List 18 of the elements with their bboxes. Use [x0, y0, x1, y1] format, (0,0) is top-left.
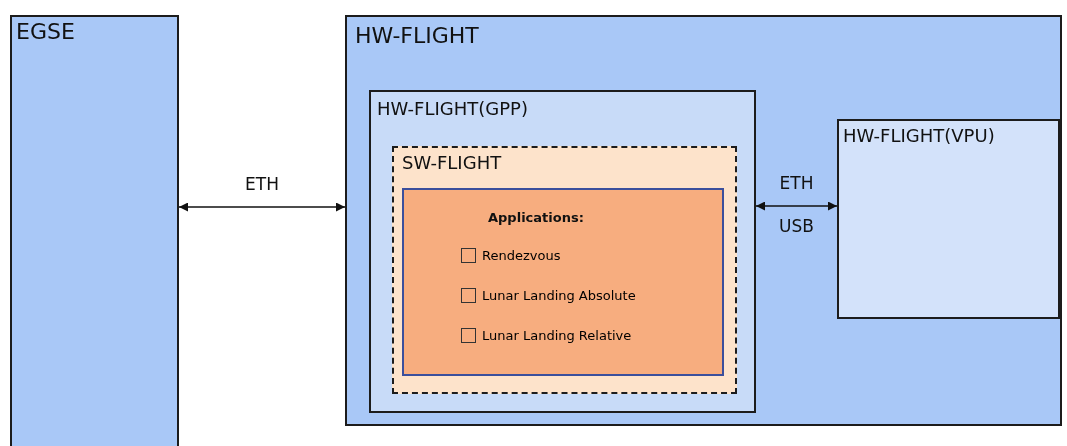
block-title: HW-FLIGHT [355, 23, 479, 48]
double-arrow [755, 201, 838, 211]
list-item: Rendezvous [482, 248, 561, 263]
system-block [10, 15, 179, 446]
module-box [837, 119, 1060, 319]
double-arrow [178, 202, 346, 212]
block-title: SW-FLIGHT [402, 152, 502, 173]
system-block [345, 15, 1062, 426]
interface-label: USB [778, 216, 815, 236]
block-title: HW-FLIGHT(VPU) [843, 125, 995, 146]
applications-panel [402, 188, 724, 376]
block-title: EGSE [16, 19, 75, 44]
module-box [369, 90, 756, 413]
list-item: Lunar Landing Relative [482, 328, 632, 343]
list-item: Lunar Landing Absolute [482, 288, 636, 303]
block-title: HW-FLIGHT(GPP) [377, 98, 528, 119]
list-heading: Applications: [488, 210, 584, 225]
software-box [392, 146, 737, 394]
